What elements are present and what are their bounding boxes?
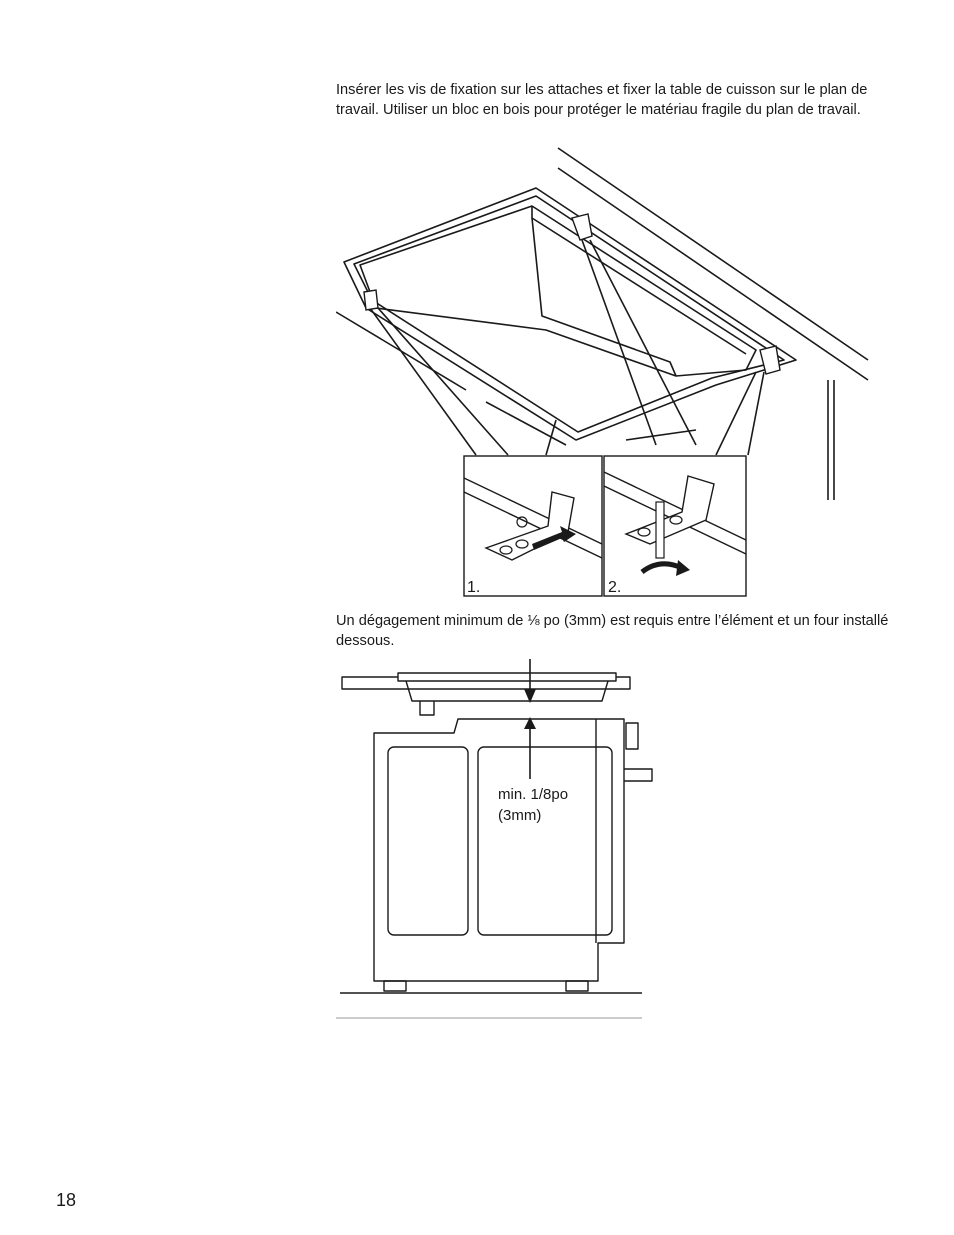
min-label: min. 1/8po — [498, 786, 568, 803]
figure-hob-fixing-brackets: 1. 2. — [336, 147, 869, 597]
figure-oven-clearance: min. 1/8po (3mm) — [336, 659, 653, 1019]
page-number: 18 — [56, 1190, 77, 1210]
step-1-label: 1. — [467, 579, 480, 596]
paragraph-fixing: Insérer les vis de fixation sur les atta… — [336, 82, 868, 118]
arrow-up-icon — [524, 717, 536, 729]
paragraph-clearance: Un dégagement minimum de ⅛ po (3mm) est … — [336, 613, 889, 649]
mm-label: (3mm) — [498, 807, 541, 824]
arrow-down-icon — [524, 689, 536, 703]
step-2-label: 2. — [608, 579, 621, 596]
inset-step-1 — [463, 455, 603, 597]
inset-step-2 — [603, 455, 747, 597]
